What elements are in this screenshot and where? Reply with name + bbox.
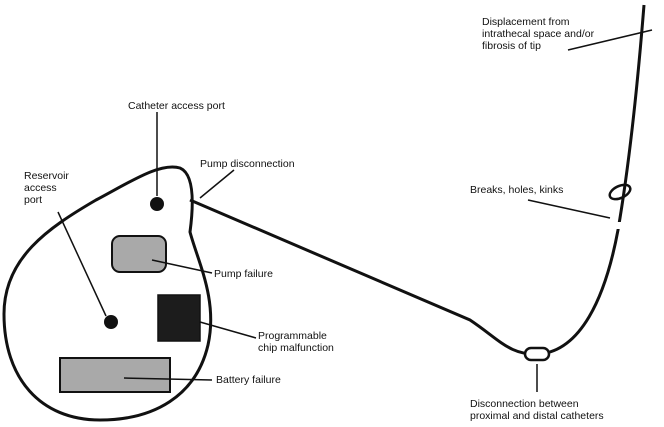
label-battery-failure: Battery failure <box>216 374 281 386</box>
pump-body <box>2 165 213 422</box>
catheter-line <box>189 4 646 356</box>
label-breaks: Breaks, holes, kinks <box>470 184 564 196</box>
leader-displacement <box>567 29 653 51</box>
label-reservoir-access-port: Reservoir access port <box>24 170 69 206</box>
catheter-break-gap <box>608 222 624 229</box>
catheter-access-port <box>150 197 164 211</box>
leader-pump-disconnection <box>199 169 235 199</box>
label-catheter-access-port: Catheter access port <box>128 100 225 112</box>
leader-breaks <box>527 199 611 219</box>
label-displacement: Displacement from intrathecal space and/… <box>482 16 595 52</box>
leader-pump-failure <box>151 259 213 274</box>
leader-battery <box>123 377 213 381</box>
battery <box>59 357 171 393</box>
label-programmable-chip: Programmable chip malfunction <box>258 330 334 354</box>
label-disconnection-catheters: Disconnection between proximal and dista… <box>470 398 604 422</box>
catheter-connector <box>523 346 551 362</box>
leader-reservoir-port <box>57 211 107 317</box>
label-pump-failure: Pump failure <box>214 268 273 280</box>
label-pump-disconnection: Pump disconnection <box>200 158 295 170</box>
reservoir-access-port <box>104 315 118 329</box>
leader-chip <box>199 321 257 339</box>
catheter-kink-loop <box>608 183 632 201</box>
programmable-chip <box>157 294 201 342</box>
pump-mechanism <box>111 235 167 273</box>
